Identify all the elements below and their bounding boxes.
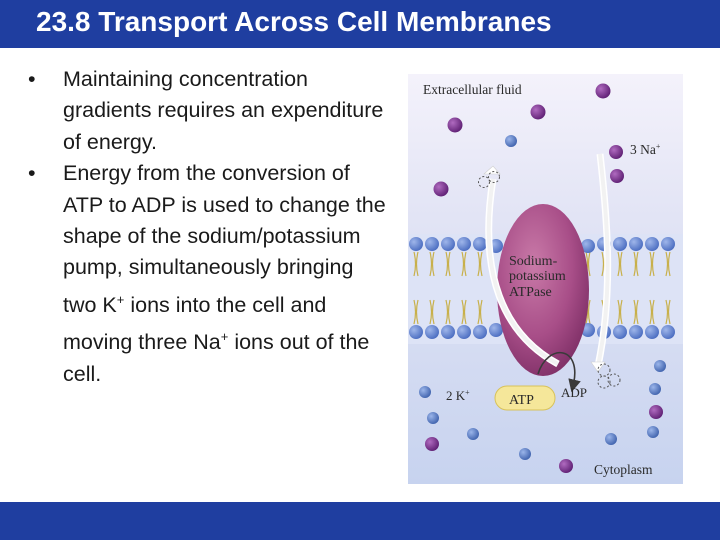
potassium-ion [427, 412, 439, 424]
extracellular-fluid-label: Extracellular fluid [423, 82, 522, 97]
sodium-ions [425, 83, 663, 473]
atp-capsule [494, 385, 556, 411]
bullet-item: • Energy from the conversion of ATP to A… [28, 158, 390, 390]
potassium-count-label: 2 K+ [446, 388, 470, 403]
bullet-text: Energy from the conversion of ATP to ADP… [63, 161, 386, 317]
sodium-ion [425, 437, 439, 451]
potassium-ions [419, 135, 666, 460]
cytoplasm-label: Cytoplasm [594, 462, 653, 477]
potassium-ion [647, 426, 659, 438]
sodium-ion [530, 104, 546, 120]
potassium-ion [519, 448, 531, 460]
sodium-ion [433, 181, 449, 197]
pump-illustration: Extracellular fluid 3 Na+ Sodium- potass… [408, 74, 683, 484]
superscript-plus: + [220, 329, 229, 345]
potassium-ion [654, 360, 666, 372]
sodium-count-text: 3 Na [630, 142, 656, 157]
bullet-marker: • [28, 161, 36, 186]
atp-adp-arrow [537, 351, 581, 393]
slide-title: 23.8 Transport Across Cell Membranes [36, 6, 552, 37]
title-banner: 23.8 Transport Across Cell Membranes [0, 0, 720, 48]
potassium-charge: + [465, 388, 470, 397]
adp-label: ADP [561, 385, 587, 400]
potassium-ion [649, 383, 661, 395]
sodium-ion [559, 459, 573, 473]
potassium-ion [467, 428, 479, 440]
potassium-ion [419, 386, 431, 398]
sodium-ion [609, 145, 623, 159]
sodium-ion [447, 117, 463, 133]
vacated-ion-markers [478, 171, 621, 389]
sodium-charge: + [656, 142, 661, 151]
lipid-tails [413, 251, 671, 325]
bullet-item: • Maintaining concentration gradients re… [28, 64, 390, 158]
sodium-ion [649, 405, 663, 419]
bullet-text: ions into the cell and moving three Na [63, 293, 327, 355]
sodium-potassium-pump-figure: Extracellular fluid 3 Na+ Sodium- potass… [408, 74, 683, 484]
bullet-list: • Maintaining concentration gradients re… [28, 64, 390, 390]
atp-label: ATP [509, 393, 534, 408]
bullet-text: Maintaining concentration gradients requ… [63, 67, 384, 154]
bullet-text: ions out of the cell. [63, 330, 370, 386]
sodium-exit-arrowhead [483, 165, 501, 175]
potassium-count-text: 2 K [446, 388, 466, 403]
superscript-plus: + [116, 291, 125, 307]
sodium-ion [595, 83, 611, 99]
pump-label-line-1: Sodium- [509, 254, 558, 269]
bullet-marker: • [28, 67, 36, 91]
footer-banner [0, 502, 720, 540]
pump-label-line-3: ATPase [509, 285, 552, 300]
potassium-ion [505, 135, 517, 147]
pump-label-line-2: potassium [509, 269, 566, 284]
lipid-heads-top [409, 237, 675, 253]
potassium-ion [605, 433, 617, 445]
sodium-count-label: 3 Na+ [630, 142, 661, 157]
sodium-exit-arrow [486, 178, 559, 366]
potassium-entry-arrow [596, 153, 610, 367]
sodium-ion [610, 169, 624, 183]
